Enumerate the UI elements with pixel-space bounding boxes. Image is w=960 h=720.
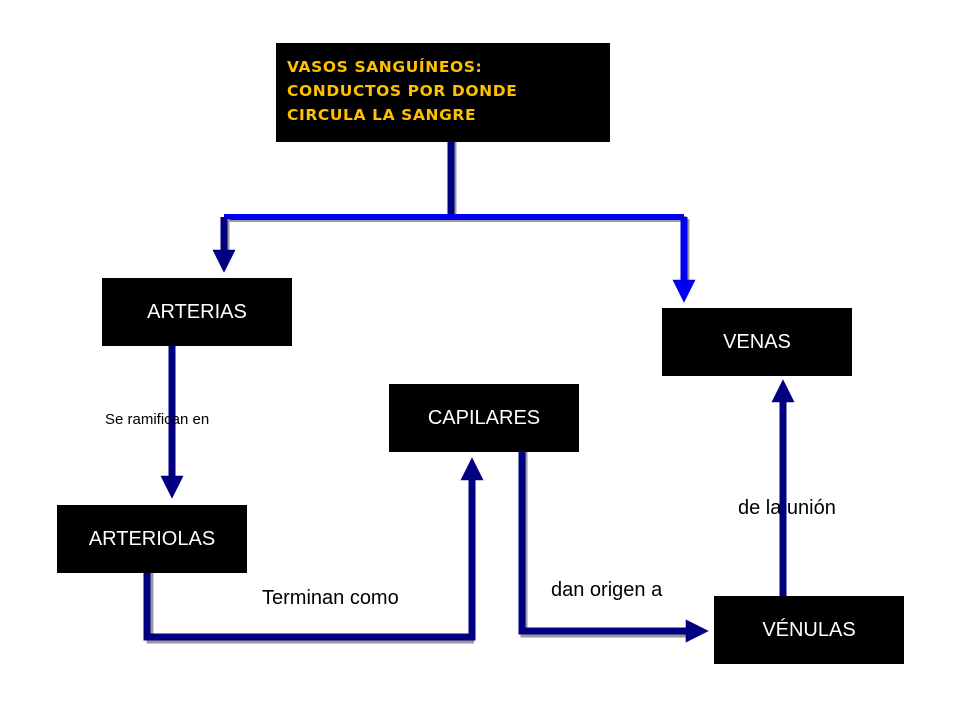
- node-capilares-label: CAPILARES: [427, 406, 541, 429]
- connector-split-bar: [224, 214, 686, 222]
- node-venulas-label: VÉNULAS: [762, 618, 856, 641]
- arrow-capilares-to-venulas: [518, 452, 709, 643]
- edge-label-origen: dan origen a: [551, 579, 663, 601]
- node-arterias-label: ARTERIAS: [147, 300, 247, 323]
- connector-title-trunk: [447, 142, 457, 216]
- title-box: VASOS SANGUÍNEOS: CONDUCTOS POR DONDE CI…: [276, 43, 610, 142]
- node-capilares: CAPILARES: [389, 384, 579, 452]
- arrow-to-venas: [672, 217, 696, 303]
- title-line-2: CONDUCTOS POR DONDE: [287, 82, 518, 100]
- edge-label-ramifican: Se ramifican en: [105, 411, 210, 428]
- arrow-to-arterias: [212, 217, 236, 273]
- node-arterias: ARTERIAS: [102, 278, 292, 346]
- node-arteriolas: ARTERIOLAS: [57, 505, 247, 573]
- node-venulas: VÉNULAS: [714, 596, 904, 664]
- edge-label-terminan: Terminan como: [262, 587, 399, 609]
- title-line-3: CIRCULA LA SANGRE: [287, 106, 477, 124]
- node-arteriolas-label: ARTERIOLAS: [88, 527, 216, 550]
- arrow-arteriolas-to-capilares: [143, 457, 484, 644]
- title-line-1: VASOS SANGUÍNEOS:: [287, 58, 483, 76]
- node-venas-label: VENAS: [723, 330, 791, 353]
- edge-label-union: de la unión: [738, 497, 836, 519]
- node-venas: VENAS: [662, 308, 852, 376]
